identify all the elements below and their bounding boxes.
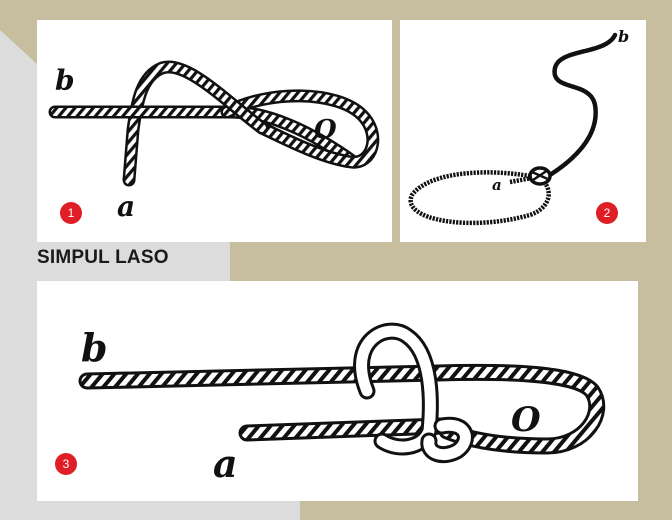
step-2-panel: b a 2 (400, 20, 646, 242)
step-2-label-a: a (492, 176, 502, 194)
step-2-badge: 2 (596, 202, 618, 224)
step-3-label-a: a (213, 441, 238, 486)
step-1-rope-diagram: b a O (48, 60, 380, 223)
step-1-badge: 1 (60, 202, 82, 224)
page-title: SIMPUL LASO (37, 247, 169, 268)
step-1-label-loop: O (314, 115, 337, 145)
step-3-label-loop: O (511, 400, 541, 440)
step-3-panel: b a O 3 (37, 281, 638, 501)
step-2-label-b: b (618, 27, 629, 46)
step-2-rope-diagram: b a (408, 27, 629, 226)
step-1-panel: b a O 1 (37, 20, 392, 242)
step-1-label-b: b (55, 64, 75, 97)
step-3-label-b: b (81, 325, 108, 370)
step-1-label-a: a (117, 190, 135, 223)
step-3-rope-diagram: b a O (78, 322, 606, 486)
step-3-badge: 3 (55, 453, 77, 475)
